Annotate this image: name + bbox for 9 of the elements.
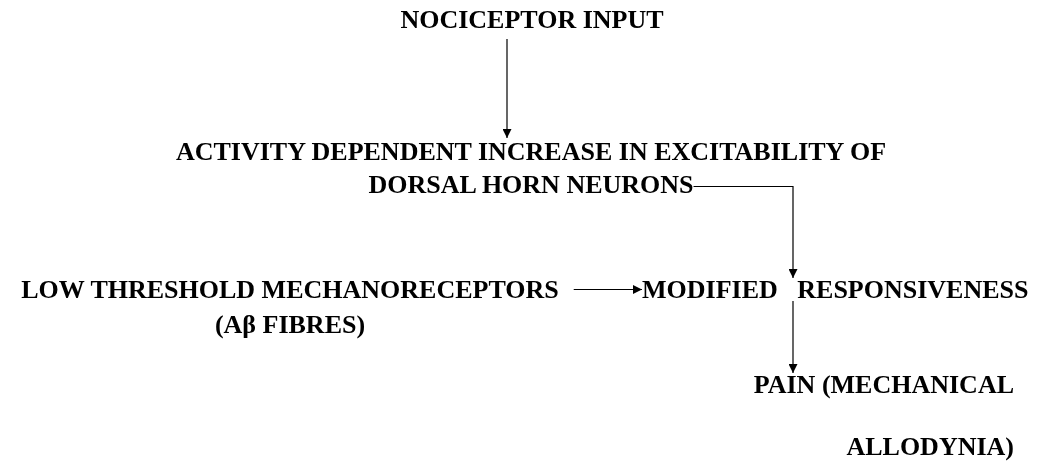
arrow <box>573 285 643 294</box>
arrow <box>788 300 798 374</box>
node-label: MODIFIED RESPONSIVENESS <box>642 274 1054 306</box>
node-label: LOW THRESHOLD MECHANORECEPTORS (Aβ FIBRES) <box>10 272 570 342</box>
node-label: PAIN (MECHANICAL ALLODYNIA) <box>714 354 1014 472</box>
node-label: ACTIVITY DEPENDENT INCREASE IN EXCITABILITY OF DORSAL HORN NEURONS <box>141 135 921 201</box>
arrow <box>502 38 512 139</box>
arrow <box>692 185 798 279</box>
node-label: NOCICEPTOR INPUT <box>332 4 732 36</box>
